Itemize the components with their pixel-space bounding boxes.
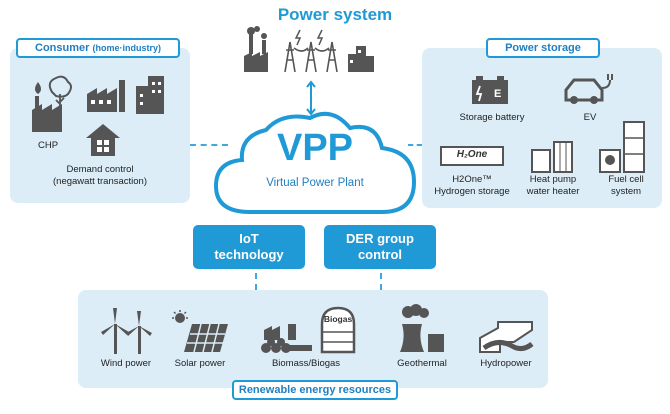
storage-tag: Power storage bbox=[486, 38, 600, 58]
fuel-cell-label-1: Fuel cell bbox=[608, 174, 644, 185]
ev-icon bbox=[564, 74, 613, 104]
biomass-icon bbox=[261, 324, 312, 353]
heat-pump-icon bbox=[531, 141, 573, 173]
hydropower-icon bbox=[479, 321, 534, 353]
consumer-tag: Consumer (home·industry) bbox=[16, 38, 180, 58]
power-system-icon bbox=[244, 26, 374, 73]
vpp-subtitle: Virtual Power Plant bbox=[266, 177, 364, 189]
biogas-tank-label: Biogas bbox=[323, 314, 353, 324]
h2one-label-2: Hydrogen storage bbox=[434, 186, 510, 197]
up-down-arrow-icon bbox=[306, 80, 316, 116]
demand-label-1: Demand control bbox=[66, 164, 134, 175]
chp-icon bbox=[32, 75, 72, 132]
connector-left bbox=[190, 144, 228, 146]
renewable-panel bbox=[78, 290, 548, 388]
vpp-cloud bbox=[213, 111, 417, 214]
h2one-brand: H₂One bbox=[456, 149, 488, 160]
connector-bottom-left bbox=[255, 262, 257, 290]
factory-icon bbox=[87, 80, 125, 112]
hydropower-label: Hydropower bbox=[480, 358, 532, 369]
heat-pump-label-2: water heater bbox=[526, 186, 580, 197]
solar-power-label: Solar power bbox=[174, 358, 226, 369]
wind-power-label: Wind power bbox=[100, 358, 152, 369]
demand-label-2: (negawatt transaction) bbox=[53, 176, 147, 187]
connector-right bbox=[408, 144, 422, 146]
storage-panel bbox=[422, 48, 662, 208]
h2one-label-1: H2One™ bbox=[452, 174, 492, 185]
building-icon bbox=[136, 76, 164, 114]
fuel-cell-icon bbox=[599, 149, 621, 173]
biogas-tank-icon bbox=[320, 306, 356, 354]
fuel-cell-label-2: system bbox=[610, 186, 642, 197]
wind-power-icon bbox=[101, 308, 152, 354]
heat-pump-label-1: Heat pump bbox=[529, 174, 577, 185]
battery-letter: E bbox=[494, 88, 502, 100]
house-icon bbox=[86, 124, 120, 156]
biomass-label: Biomass/Biogas bbox=[271, 358, 341, 369]
ev-label: EV bbox=[583, 112, 597, 123]
geothermal-label: Geothermal bbox=[397, 358, 447, 369]
connector-bottom-right bbox=[380, 262, 382, 290]
fuel-cell-unit-icon bbox=[623, 121, 645, 173]
storage-battery-icon bbox=[472, 76, 508, 104]
geothermal-icon bbox=[400, 304, 444, 352]
chp-label: CHP bbox=[37, 140, 59, 151]
h2one-icon bbox=[440, 146, 504, 166]
page-title: Power system bbox=[277, 5, 393, 24]
solar-power-icon bbox=[172, 310, 228, 353]
renewable-tag: Renewable energy resources bbox=[232, 380, 398, 400]
vpp-title: VPP bbox=[276, 127, 354, 169]
storage-battery-label: Storage battery bbox=[459, 112, 525, 123]
